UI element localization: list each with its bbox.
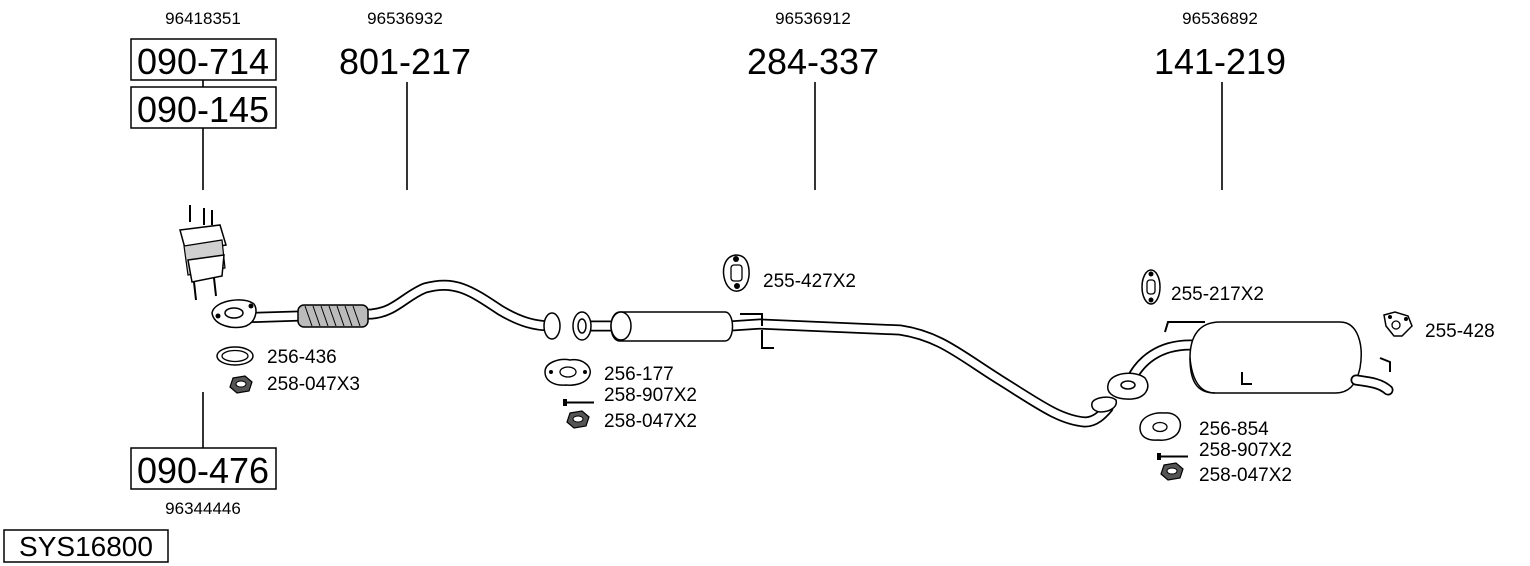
part-code-141-219[interactable]: 141-219	[1154, 41, 1286, 82]
system-code: SYS16800	[19, 531, 153, 562]
part-code-box-090-476	[130, 447, 277, 490]
rubber-hanger-rear-icon	[1141, 269, 1161, 305]
part-code-284-337[interactable]: 284-337	[747, 41, 879, 82]
flex-pipe	[297, 304, 369, 328]
part-code-090-476[interactable]: 090-476	[137, 450, 269, 491]
rubber-hanger-icon	[722, 254, 750, 292]
accessory-code-258-047X2[interactable]: 258-047X2	[604, 411, 697, 432]
accessory-code-255-217X2[interactable]: 255-217X2	[1171, 284, 1264, 305]
accessory-code-256-177[interactable]: 256-177	[604, 364, 674, 385]
rear-silencer	[1164, 321, 1394, 396]
front-flange	[211, 299, 257, 329]
system-code-box	[3, 529, 169, 563]
oem-number-rear-silencer: 96536892	[1182, 9, 1258, 28]
accessory-code-256-436[interactable]: 256-436	[267, 347, 337, 368]
part-code-801-217[interactable]: 801-217	[339, 41, 471, 82]
gasket-flange-icon	[544, 358, 591, 386]
accessory-code-256-854[interactable]: 256-854	[1199, 419, 1269, 440]
accessory-code-258-047X2-rear[interactable]: 258-047X2	[1199, 465, 1292, 486]
gasket-ring-icon	[216, 346, 254, 366]
pipe-flange-middle	[543, 311, 592, 341]
oem-number-catalyst: 96418351	[165, 9, 241, 28]
bolt-icon	[563, 399, 594, 406]
part-code-box-090-714	[130, 38, 277, 81]
pipe-flange-rear	[1091, 372, 1149, 413]
accessory-code-255-428[interactable]: 255-428	[1425, 321, 1495, 342]
oem-number-front-pipe: 96536932	[367, 9, 443, 28]
gasket-flange-rear-icon	[1139, 412, 1182, 441]
accessory-code-258-907X2-rear[interactable]: 258-907X2	[1199, 440, 1292, 461]
exhaust-pipe-run	[230, 279, 1238, 428]
part-code-090-714[interactable]: 090-714	[137, 41, 269, 82]
oem-number-middle-silencer: 96536912	[775, 9, 851, 28]
middle-silencer	[610, 311, 774, 349]
accessory-code-258-907X2[interactable]: 258-907X2	[604, 385, 697, 406]
nut-rear-icon	[1160, 462, 1184, 481]
rubber-mount-icon	[1383, 311, 1413, 337]
part-code-box-090-145	[130, 86, 277, 129]
nut-icon	[229, 375, 253, 394]
catalytic-converter	[179, 205, 227, 301]
bolt-rear-icon	[1157, 453, 1188, 460]
accessory-code-258-047X3[interactable]: 258-047X3	[267, 374, 360, 395]
nut-middle-icon	[566, 410, 590, 429]
part-code-090-145[interactable]: 090-145	[137, 89, 269, 130]
accessory-code-255-427X2[interactable]: 255-427X2	[763, 271, 856, 292]
oem-number-downpipe: 96344446	[165, 499, 241, 518]
